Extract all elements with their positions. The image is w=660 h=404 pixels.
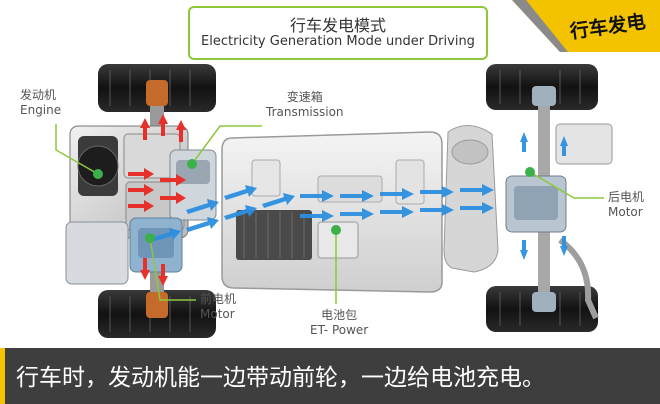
transmission-label-cn: 变速箱 [286,90,323,104]
battery-label: 电池包 ET- Power [310,308,368,338]
front-motor-housing [65,221,129,285]
title-chinese: 行车发电模式 [289,16,386,35]
transmission-label-en: Transmission [266,105,344,119]
corner-badge: 行车发电 [512,0,660,52]
rear-motor-label-en: Motor [608,205,643,219]
marker-dots [93,159,535,243]
leader-lines [55,124,604,304]
engine-label-cn: 发动机 [20,88,57,102]
engine-label: 发动机 Engine [20,88,61,118]
fuel-tank [443,125,499,273]
front-motor-label-en: Motor [200,307,235,321]
transmission-label: 变速箱 Transmission [266,90,344,120]
title-english: Electricity Generation Mode under Drivin… [201,34,475,49]
rear-motor-label-cn: 后电机 [608,190,645,204]
front-motor-label-cn: 前电机 [200,292,237,306]
engine-label-en: Engine [20,103,62,117]
caption-bar [0,348,660,404]
rear-motor-label: 后电机 Motor [608,190,644,220]
caption-accent [0,348,5,404]
engine-power-arrows [128,114,186,286]
front-motor-label: 前电机 Motor [200,292,236,322]
caption-text: 行车时，发动机能一边带动前轮，一边给电池充电。 [16,365,545,391]
battery-label-en: ET- Power [310,323,369,337]
charging-flow-arrows [150,132,568,260]
title-box: 行车发电模式 Electricity Generation Mode under… [188,6,488,60]
battery-label-cn: 电池包 [321,308,358,322]
